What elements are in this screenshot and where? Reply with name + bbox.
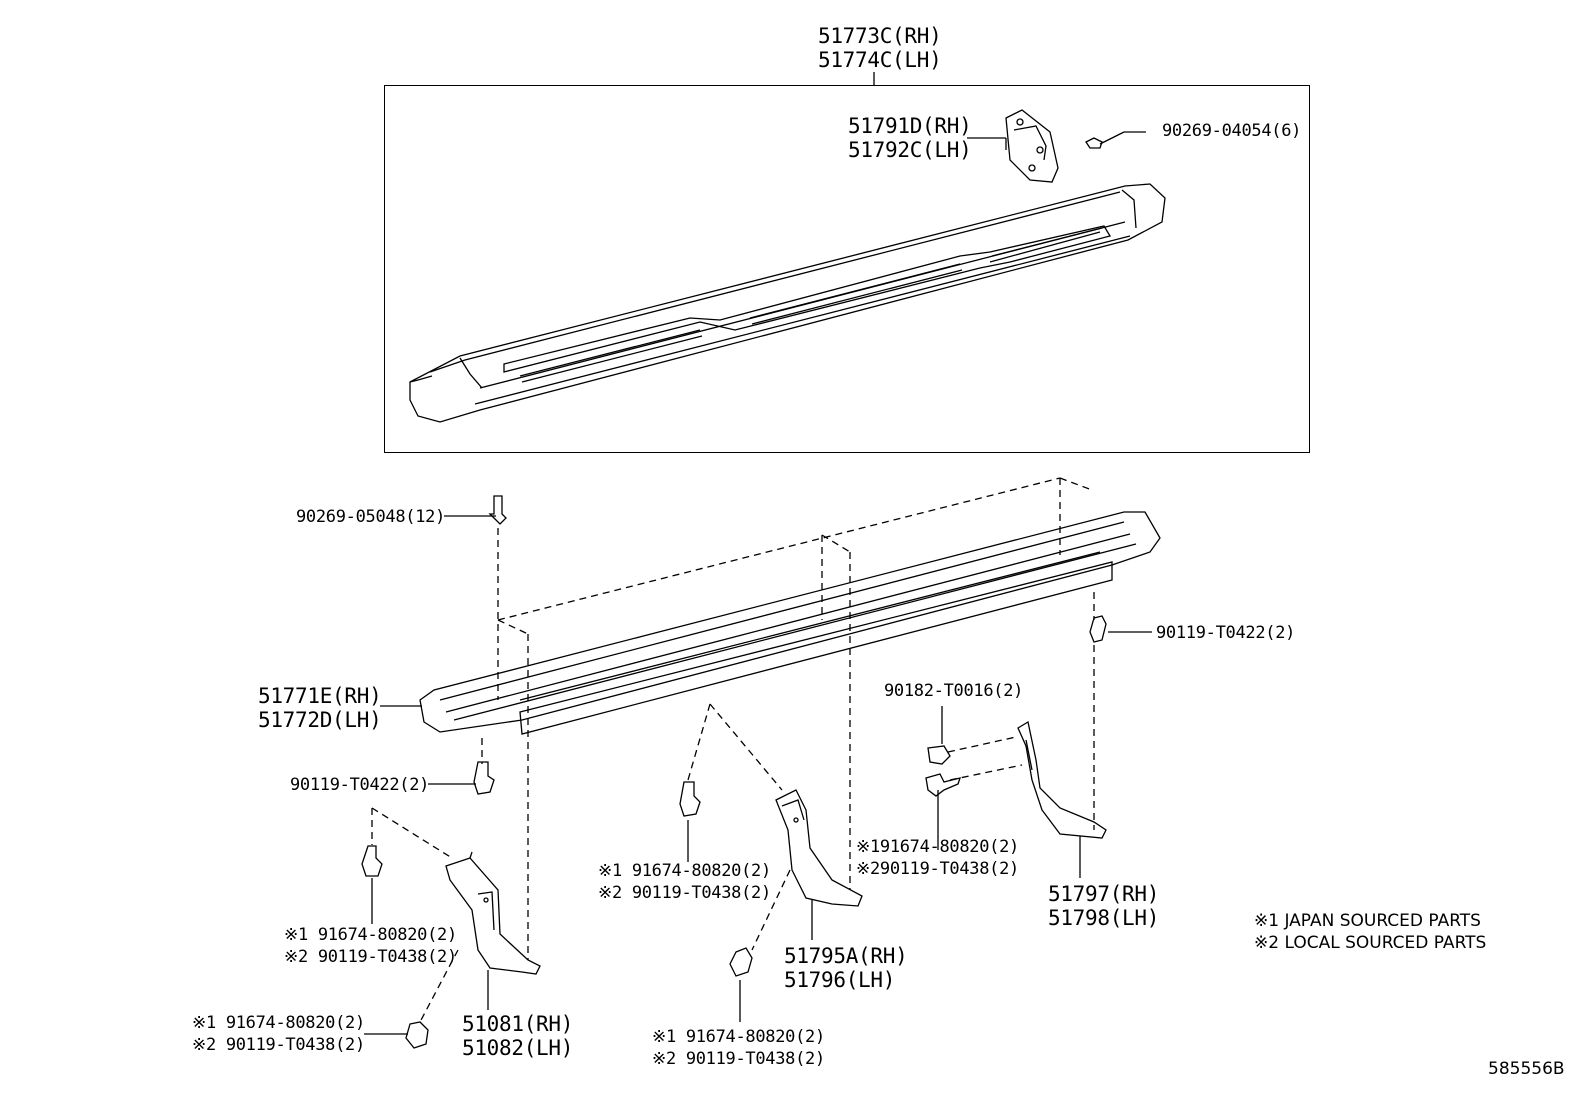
rail-lh: 51772D(LH) (258, 708, 382, 732)
label-fastener-left-upper: ※1 91674-80820(2) ※2 90119-T0438(2) (284, 924, 457, 968)
label-fastener-mid-lower: ※1 91674-80820(2) ※2 90119-T0438(2) (652, 1026, 825, 1070)
running-board-drawing (409, 183, 1166, 423)
label-screw-top: 90269-04054(6) (1162, 121, 1302, 141)
mid-bracket-drawing (775, 789, 863, 907)
label-bolt-left: 90119-T0422(2) (290, 775, 430, 795)
label-rear-bracket: 51797(RH) 51798(LH) (1048, 882, 1159, 930)
mid-bracket-rh: 51795A(RH) (784, 944, 908, 968)
rail-drawing (419, 511, 1161, 735)
fastener-right-local: ※290119-T0438(2) (856, 859, 1019, 879)
rear-bracket-drawing (1017, 720, 1107, 839)
end-bracket-lh: 51792C(LH) (848, 138, 972, 162)
diagram-code: 585556B (1488, 1059, 1565, 1079)
running-board-rh: 51773C(RH) (818, 24, 942, 48)
fastener-mid-lower-japan: ※1 91674-80820(2) (652, 1027, 825, 1047)
label-end-bracket: 51791D(RH) 51792C(LH) (848, 114, 972, 162)
label-mid-bracket: 51795A(RH) 51796(LH) (784, 944, 908, 992)
front-bracket-drawing (445, 851, 541, 975)
running-board-lh: 51774C(LH) (818, 48, 942, 72)
front-bracket-lh: 51082(LH) (462, 1036, 574, 1060)
label-front-bracket: 51081(RH) 51082(LH) (462, 1012, 573, 1060)
solid-leaders (364, 515, 1152, 1035)
label-nut-right: 90182-T0016(2) (884, 681, 1024, 701)
rail-rh: 51771E(RH) (258, 684, 382, 708)
end-bracket-drawing (967, 109, 1146, 183)
label-rail: 51771E(RH) 51772D(LH) (258, 684, 382, 732)
label-fastener-right: ※191674-80820(2) ※290119-T0438(2) (856, 836, 1019, 880)
label-running-board: 51773C(RH) 51774C(LH) (818, 24, 942, 72)
end-bracket-rh: 51791D(RH) (848, 114, 972, 138)
label-fastener-left-lower: ※1 91674-80820(2) ※2 90119-T0438(2) (192, 1012, 365, 1056)
legend-note-2: ※2 LOCAL SOURCED PARTS (1254, 933, 1487, 953)
fastener-left-upper-local: ※2 90119-T0438(2) (284, 947, 457, 967)
label-bolt-right: 90119-T0422(2) (1156, 623, 1296, 643)
label-screw-rail: 90269-05048(12) (296, 507, 446, 527)
running-board-frame (384, 85, 1310, 453)
front-bracket-rh: 51081(RH) (462, 1012, 574, 1036)
rear-bracket-lh: 51798(LH) (1048, 906, 1160, 930)
fastener-left-lower-local: ※2 90119-T0438(2) (192, 1035, 365, 1055)
fastener-left-upper-japan: ※1 91674-80820(2) (284, 925, 457, 945)
dashed-leaders (371, 477, 1095, 1023)
label-fastener-mid-upper: ※1 91674-80820(2) ※2 90119-T0438(2) (598, 860, 771, 904)
fastener-icons (361, 495, 1107, 1049)
fastener-mid-upper-japan: ※1 91674-80820(2) (598, 861, 771, 881)
legend-note-1: ※1 JAPAN SOURCED PARTS (1254, 911, 1481, 931)
fastener-right-japan: ※191674-80820(2) (856, 837, 1019, 857)
mid-bracket-lh: 51796(LH) (784, 968, 896, 992)
rear-bracket-rh: 51797(RH) (1048, 882, 1160, 906)
fastener-mid-upper-local: ※2 90119-T0438(2) (598, 883, 771, 903)
legend: ※1 JAPAN SOURCED PARTS ※2 LOCAL SOURCED … (1254, 910, 1486, 954)
fastener-left-lower-japan: ※1 91674-80820(2) (192, 1013, 365, 1033)
fastener-mid-lower-local: ※2 90119-T0438(2) (652, 1049, 825, 1069)
